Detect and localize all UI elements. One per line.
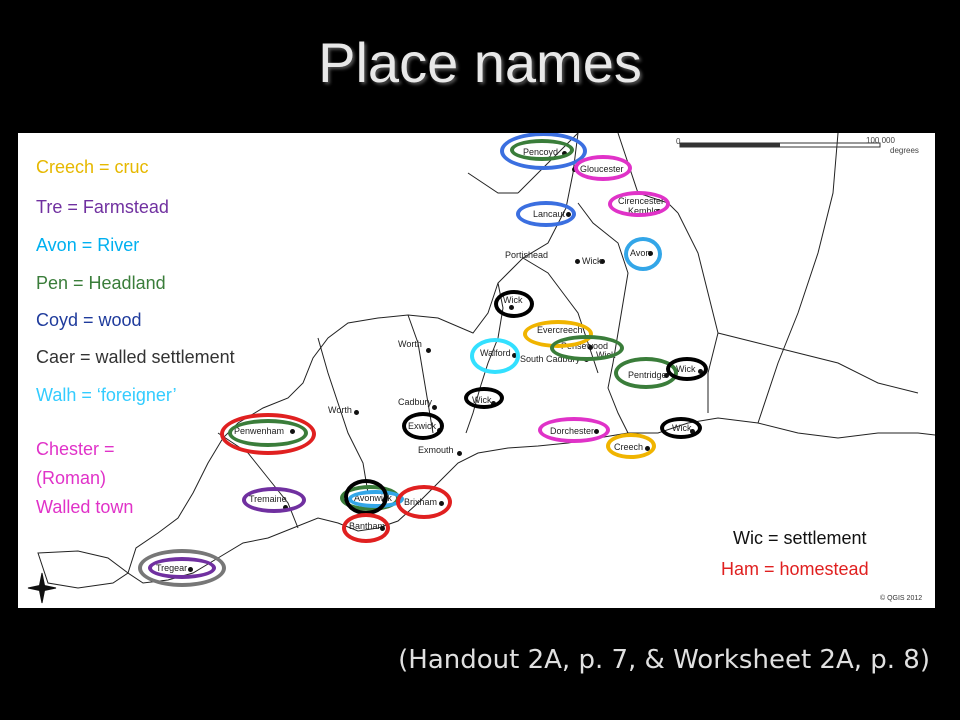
place-dot <box>432 405 437 410</box>
slide-title: Place names <box>318 31 642 94</box>
legend-coyd: Coyd = wood <box>36 310 142 330</box>
legend-caer: Caer = walled settlement <box>36 347 235 367</box>
ring-ham-bantham <box>342 513 390 543</box>
ring-tre-tregear <box>148 557 216 579</box>
ring-wic-avonwick <box>344 479 388 515</box>
ring-wic-2 <box>666 357 708 381</box>
ring-chester-gloucester <box>574 155 632 181</box>
source-citation: (Handout 2A, p. 7, & Worksheet 2A, p. 8) <box>398 645 930 675</box>
ring-coyd-lancaut <box>516 201 576 227</box>
ring-ham-brixham <box>396 485 452 519</box>
ring-pen-penwenham <box>228 419 308 447</box>
legend-tre: Tre = Farmstead <box>36 197 169 217</box>
ring-ham-penwenham-outer <box>220 413 316 455</box>
ring-wic-exwick <box>402 412 444 440</box>
ring-caer-tregear <box>138 549 226 587</box>
place-dot <box>575 259 580 264</box>
place-south-cadbury: South Cadbury <box>520 354 581 364</box>
legend-chester-1: Chester = <box>36 439 115 459</box>
legend-walh: Walh = ‘foreigner’ <box>36 385 177 405</box>
ring-wic-1 <box>494 290 534 318</box>
legend-chester-2: (Roman) <box>36 468 107 488</box>
scale-unit: degrees <box>890 146 919 155</box>
north-arrow <box>27 572 57 604</box>
ring-wic-4 <box>660 417 702 439</box>
place-exmouth: Exmouth <box>418 445 454 455</box>
ring-chester-dorchester <box>538 417 610 443</box>
legend-pen: Pen = Headland <box>36 273 166 293</box>
ring-tre-tremaine <box>242 487 306 513</box>
place-cadbury: Cadbury <box>398 397 433 407</box>
legend-wic: Wic = settlement <box>733 528 867 548</box>
ring-creech <box>606 433 656 459</box>
ring-pen-pencoyd <box>510 139 574 161</box>
ring-coyd-outer <box>500 133 587 170</box>
place-dot <box>426 348 431 353</box>
scale-zero: 0 <box>676 137 681 146</box>
place-dot <box>354 410 359 415</box>
place-dot <box>457 451 462 456</box>
place-worth-2: Worth <box>328 405 352 415</box>
copyright: © QGIS 2012 <box>880 595 923 602</box>
legend-chester-3: Walled town <box>36 497 134 517</box>
place-wick-1: Wick <box>582 256 602 266</box>
place-worth-1: Worth <box>398 339 422 349</box>
legend-avon: Avon = River <box>36 235 140 255</box>
place-portishead: Portishead <box>505 250 549 260</box>
ring-pen-pensewood <box>550 335 624 361</box>
legend-ham: Ham = homestead <box>721 559 869 579</box>
scale-value: 100 000 <box>866 136 895 145</box>
place-dot <box>600 259 605 264</box>
ring-wic-3 <box>464 387 504 409</box>
ring-avon <box>624 237 662 271</box>
ring-walh-walford <box>470 338 520 374</box>
map-panel: 0 100 000 degrees © QGIS 2012 Pencoyd Gl… <box>18 133 935 608</box>
legend-creech: Creech = cruc <box>36 157 149 177</box>
ring-chester-cirencester <box>608 191 670 217</box>
